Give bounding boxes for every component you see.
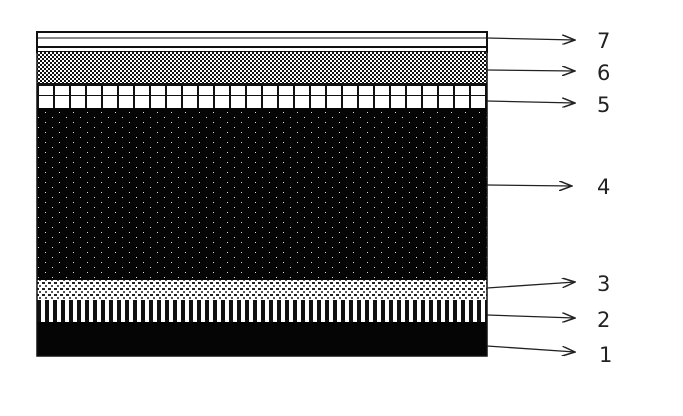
layer-label-4: 4 [597,175,610,199]
layer-label-6: 6 [597,61,610,85]
leader-arrow-5 [486,101,575,103]
layer-5 [37,83,487,108]
leader-arrow-2 [486,315,575,318]
leader-arrow-3 [486,282,575,289]
layer-2 [37,300,487,322]
layer-4 [37,108,487,280]
leader-arrow-6 [486,70,575,71]
layer-label-2: 2 [597,308,610,332]
leader-arrow-1 [486,345,575,352]
layer-label-3: 3 [597,272,610,296]
layer-label-7: 7 [597,29,610,53]
layer-1 [37,322,487,356]
layer-label-5: 5 [597,93,610,117]
layer-7 [36,31,488,53]
layer-label-1: 1 [599,343,612,367]
leader-arrow-7 [486,38,575,40]
layer-6 [37,52,487,83]
leader-arrow-4 [486,185,572,186]
layer-3 [37,280,487,300]
